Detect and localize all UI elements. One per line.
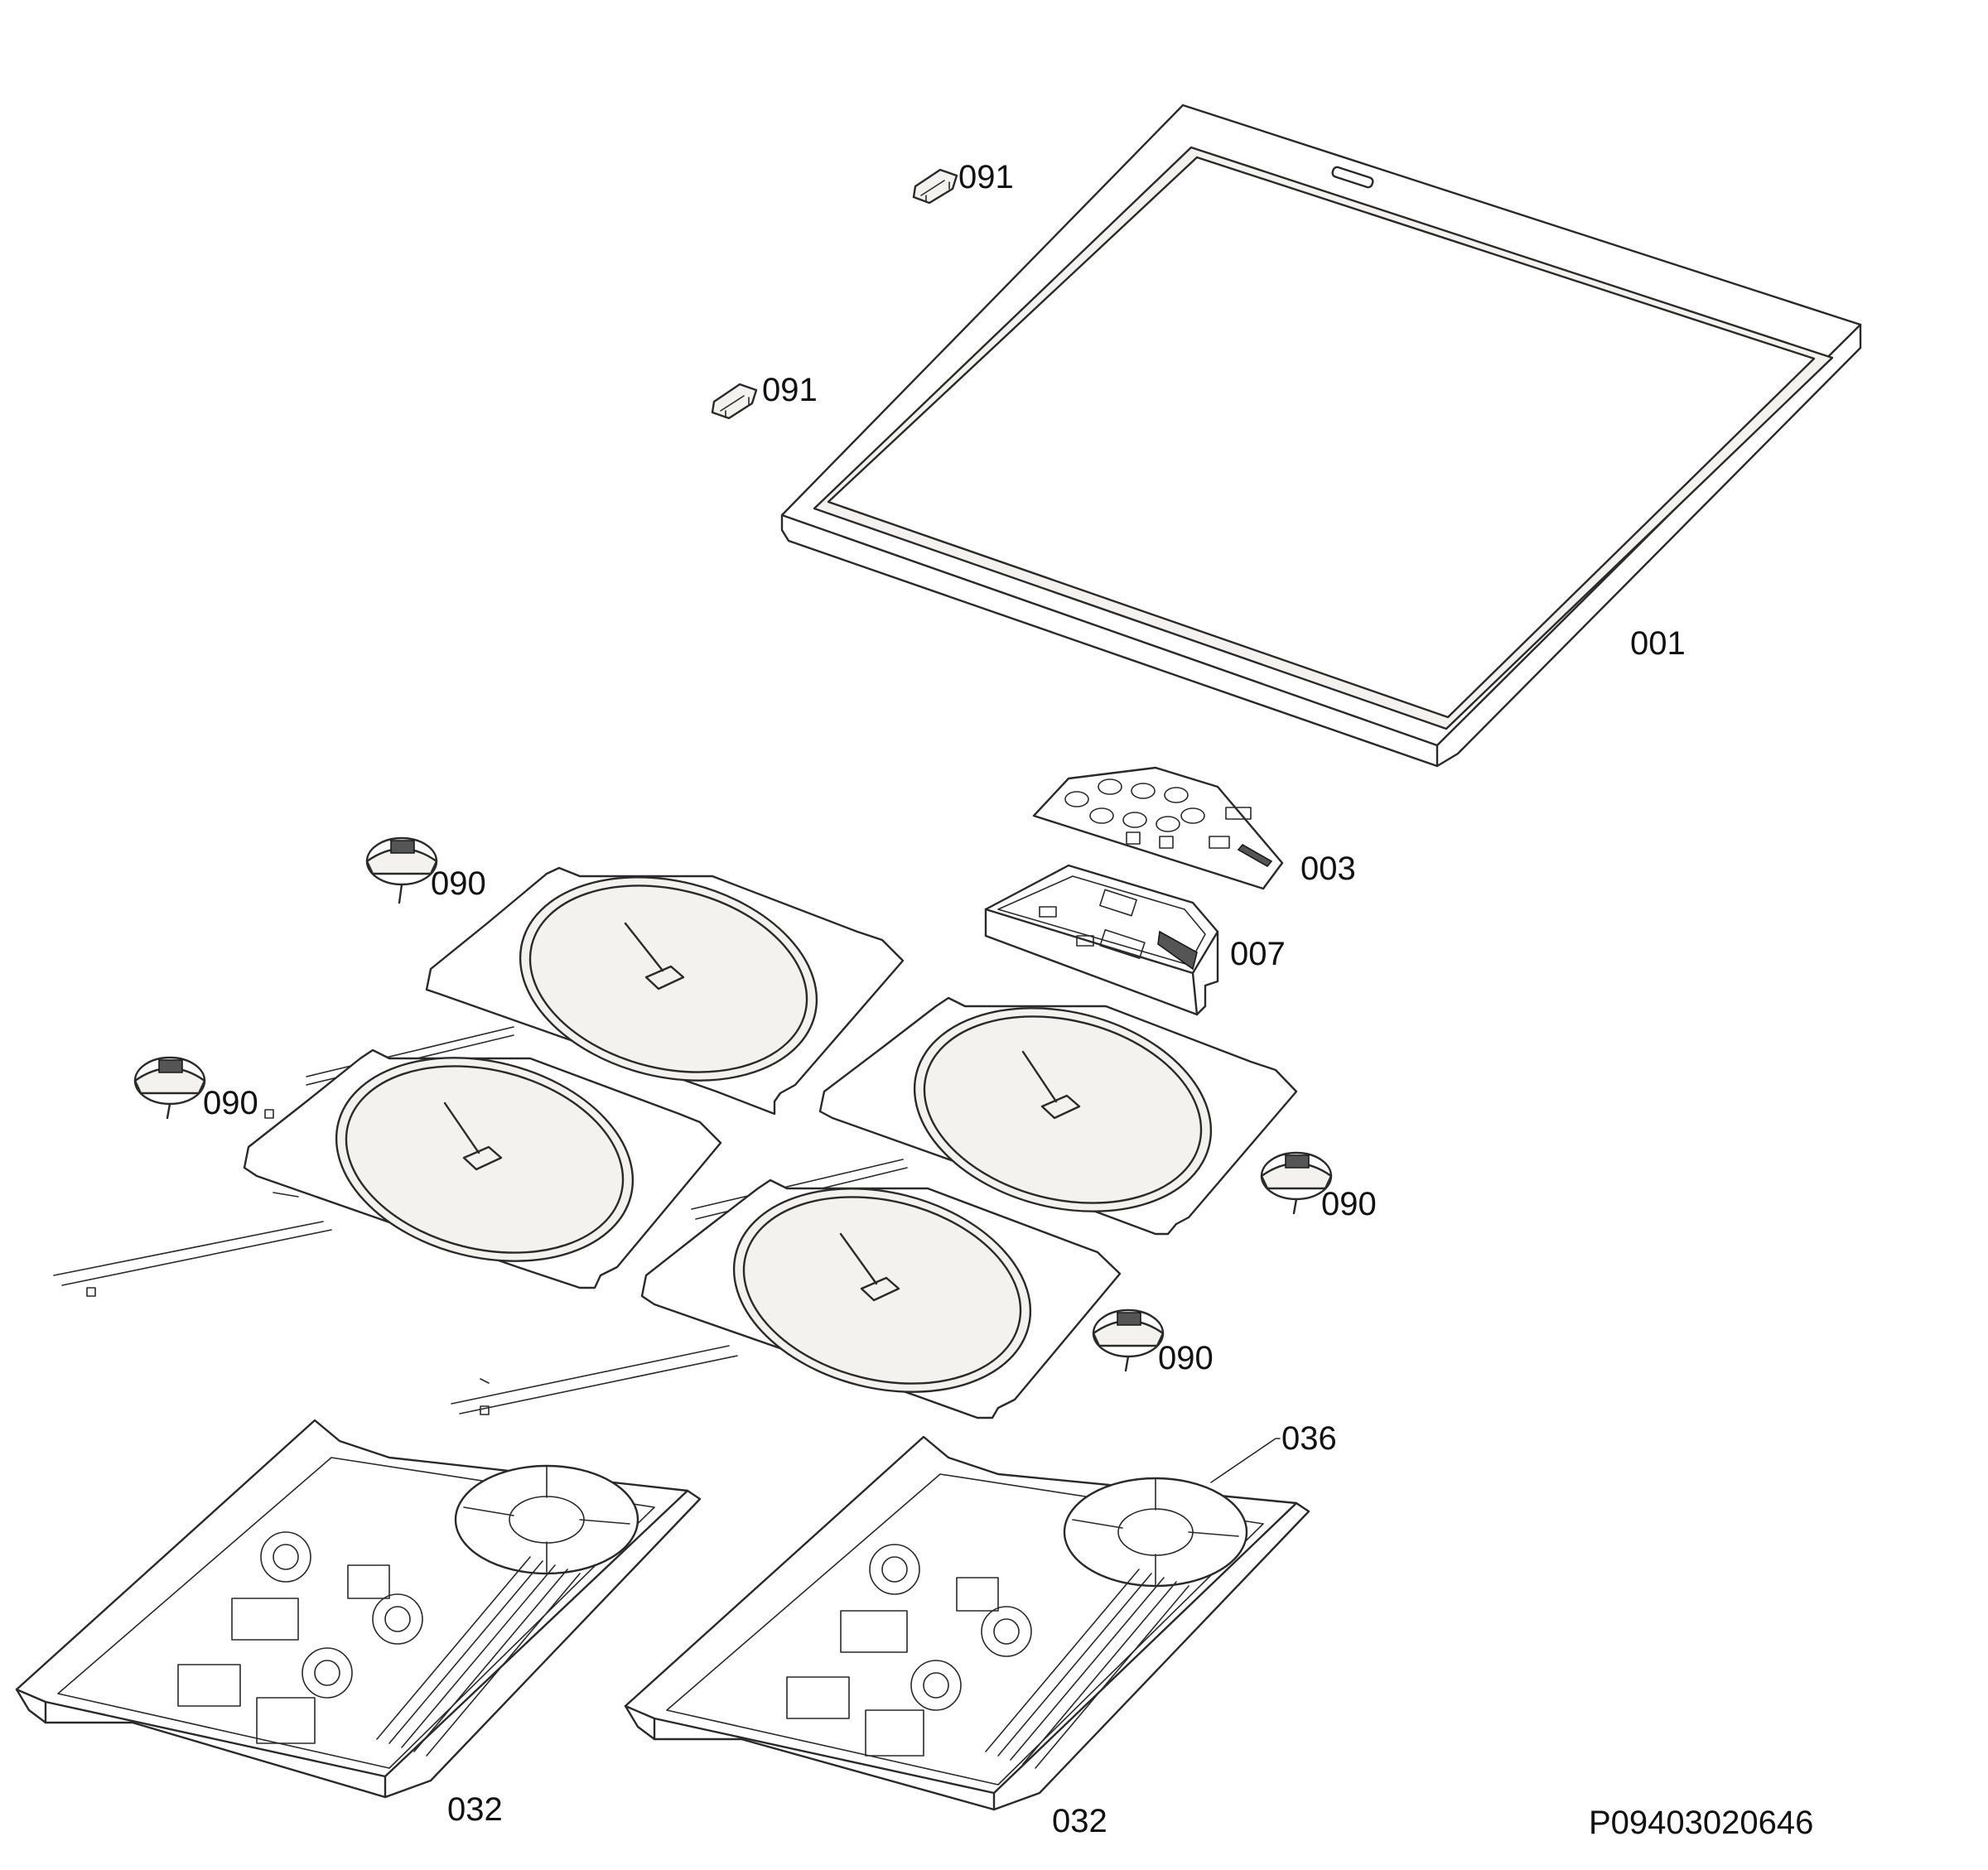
induction-coil-plate-front-right[interactable]: [451, 1159, 1122, 1421]
leader-line-036: [1210, 1438, 1281, 1483]
part-032-power-board-left[interactable]: [15, 1419, 702, 1799]
label-090-d: 090: [1158, 1340, 1214, 1376]
part-090-sensor-c[interactable]: [1260, 1151, 1333, 1215]
heatsink-fins: [985, 1569, 1189, 1769]
part-090-sensor-b[interactable]: [133, 1056, 206, 1120]
heatsink-fins: [376, 1556, 581, 1757]
part-003-control-board[interactable]: [1032, 766, 1284, 890]
part-091-clip-upper[interactable]: [912, 168, 958, 205]
label-090-a: 090: [431, 865, 486, 902]
part-090-sensor-d[interactable]: [1092, 1309, 1165, 1372]
part-001-glass-ceramic-top[interactable]: [780, 104, 1862, 768]
cooling-fan: [454, 1464, 639, 1575]
induction-coil-plate-front-left[interactable]: [53, 1028, 722, 1297]
label-032-right: 032: [1052, 1803, 1107, 1839]
label-090-b: 090: [203, 1085, 258, 1121]
label-007: 007: [1230, 936, 1286, 972]
drawing-number: P09403020646: [1589, 1805, 1813, 1841]
label-090-c: 090: [1321, 1186, 1377, 1222]
part-007-control-housing[interactable]: [984, 864, 1219, 1016]
label-036: 036: [1281, 1420, 1337, 1457]
part-091-clip-lower[interactable]: [711, 383, 758, 420]
induction-coil-plate-rear-left[interactable]: [306, 847, 905, 1116]
label-003: 003: [1300, 851, 1356, 887]
induction-coil-plate-rear-right[interactable]: [691, 978, 1298, 1241]
label-091-upper: 091: [958, 159, 1014, 195]
part-032-power-board-right[interactable]: [624, 1435, 1310, 1811]
label-032-left: 032: [447, 1791, 503, 1828]
cooling-fan: [1063, 1477, 1248, 1588]
label-001: 001: [1630, 625, 1686, 662]
label-091-lower: 091: [762, 372, 818, 408]
part-090-sensor-a[interactable]: [365, 836, 438, 904]
